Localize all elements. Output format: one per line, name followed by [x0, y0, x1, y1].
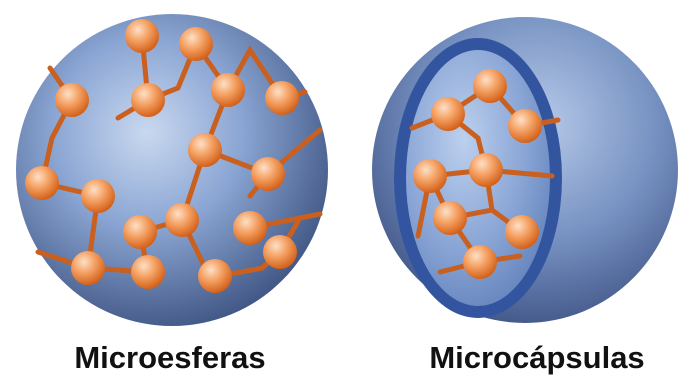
- drug-bead: [131, 83, 165, 117]
- drug-bead: [505, 215, 539, 249]
- drug-bead: [125, 19, 159, 53]
- drug-bead: [431, 97, 465, 131]
- drug-bead: [463, 245, 497, 279]
- drug-bead: [131, 255, 165, 289]
- drug-bead: [179, 27, 213, 61]
- drug-bead: [265, 81, 299, 115]
- drug-bead: [233, 211, 267, 245]
- drug-bead: [211, 73, 245, 107]
- microsphere: [16, 14, 328, 326]
- microcapsules-caption: Microcápsulas: [392, 340, 682, 376]
- drug-bead: [263, 235, 297, 269]
- drug-bead: [25, 166, 59, 200]
- drug-bead: [198, 259, 232, 293]
- drug-bead: [188, 133, 222, 167]
- drug-bead: [81, 179, 115, 213]
- drug-bead: [433, 201, 467, 235]
- microcapsule: [372, 17, 678, 323]
- microspheres-caption: Microesferas: [45, 340, 295, 376]
- drug-bead: [165, 203, 199, 237]
- drug-bead: [469, 153, 503, 187]
- drug-bead: [71, 251, 105, 285]
- drug-bead: [508, 109, 542, 143]
- drug-bead: [55, 83, 89, 117]
- drug-bead: [123, 215, 157, 249]
- drug-bead: [413, 159, 447, 193]
- drug-bead: [473, 69, 507, 103]
- drug-bead: [251, 157, 285, 191]
